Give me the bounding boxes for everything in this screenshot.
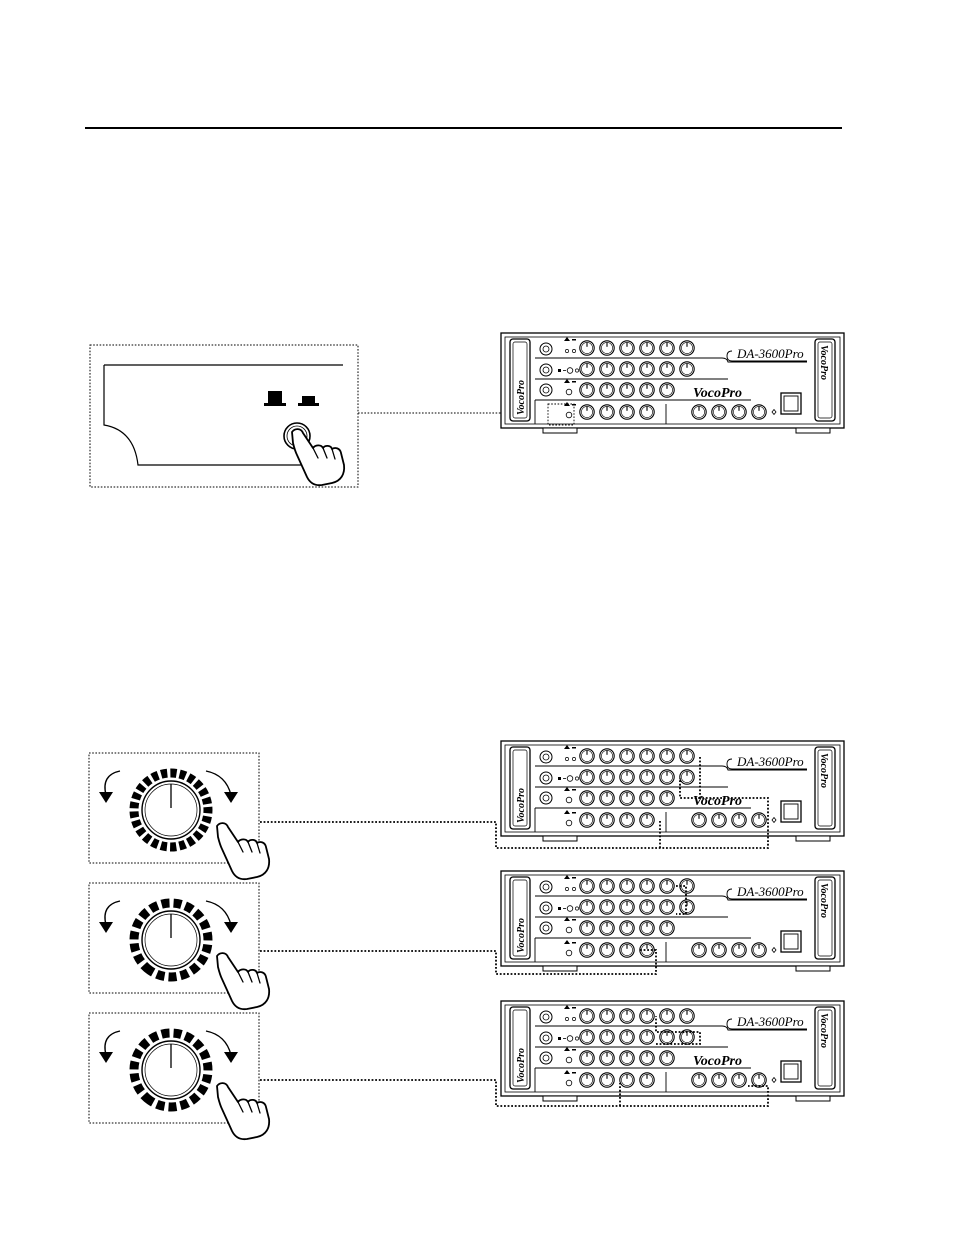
- panel-switch-left: [268, 391, 282, 404]
- amp-side-label-right: VocoPro: [818, 1013, 829, 1048]
- button-callout-panel: [89, 344, 359, 488]
- amplifier-front-panel-2: DA-3600Pro VocoPro VocoPro VocoPro: [501, 741, 844, 841]
- amp-model-label: DA-3600Pro: [736, 754, 804, 769]
- finger-press-icon: [291, 428, 346, 487]
- amp-model-label: DA-3600Pro: [736, 346, 804, 361]
- amp-side-label-left: VocoPro: [516, 1048, 527, 1083]
- amp-side-label-left: VocoPro: [516, 380, 527, 415]
- amp-side-label-right: VocoPro: [818, 883, 829, 918]
- amplifier-front-panel-4: DA-3600Pro VocoPro VocoPro VocoPro: [501, 1001, 844, 1101]
- amp-side-label-right: VocoPro: [818, 345, 829, 380]
- amplifier-front-panel-3: DA-3600Pro VocoPro VocoPro: [501, 871, 844, 971]
- finger-turn-icon: [216, 952, 271, 1011]
- knob-callout-panel-2: [88, 882, 271, 1011]
- amp-brand-label: VocoPro: [693, 386, 742, 401]
- knob-callout-panel-1: [88, 752, 271, 881]
- leader-lines-lower: [260, 756, 769, 1107]
- knob-callout-panel-3: [88, 1012, 271, 1141]
- finger-turn-icon: [216, 822, 271, 881]
- amp-brand-label: VocoPro: [693, 794, 742, 809]
- amp-model-label: DA-3600Pro: [736, 1014, 804, 1029]
- amp-side-label-right: VocoPro: [818, 753, 829, 788]
- amp-brand-label: VocoPro: [693, 1054, 742, 1069]
- amp-side-label-left: VocoPro: [516, 918, 527, 953]
- finger-turn-icon: [216, 1082, 271, 1141]
- amp-side-label-left: VocoPro: [516, 788, 527, 823]
- amplifier-front-panel-1: DA-3600Pro VocoPro VocoPro VocoPro: [501, 333, 844, 433]
- amp-model-label: DA-3600Pro: [736, 884, 804, 899]
- panel-switch-right: [302, 396, 315, 403]
